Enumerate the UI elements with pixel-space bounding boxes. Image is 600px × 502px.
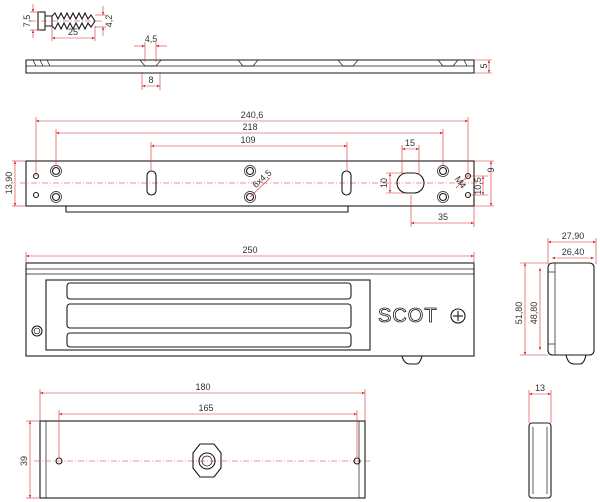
magnet-bracket	[401, 355, 423, 365]
magnet-face	[45, 279, 371, 351]
dim-screw-thread: 4,2	[104, 15, 114, 28]
dim-magnet-height-inner: 48,80	[529, 302, 539, 325]
armature-plate	[39, 420, 366, 499]
dim-armature-height: 39	[19, 456, 29, 466]
dim-armature-thickness: 13	[535, 383, 545, 393]
magnet-front-view: SCOT 250	[25, 245, 475, 365]
plate-top-outline	[25, 160, 475, 207]
dim-plate-thickness: 5	[479, 63, 489, 68]
dim-magnet-depth-outer: 27,90	[562, 231, 585, 241]
armature-side-view: 13	[528, 383, 552, 499]
magnet-coil-bottom	[66, 332, 352, 348]
dim-screw-length: 25	[68, 27, 78, 37]
plate-side-outline	[25, 59, 475, 74]
dim-armature-length: 180	[195, 382, 210, 392]
dim-plate-height: 13,90	[4, 172, 14, 195]
dim-plate-slots: 109	[240, 135, 255, 145]
plate-lower-lip	[65, 206, 349, 213]
armature-center-bolt	[192, 443, 222, 478]
screw-view: 7,5 4,2 25	[22, 4, 114, 41]
dim-plate-overall: 240,6	[241, 110, 264, 120]
dim-magnet-length: 250	[242, 245, 257, 255]
dim-slot-top: 4,5	[145, 34, 158, 44]
plate-slot-right	[341, 170, 352, 196]
dim-screw-head: 7,5	[22, 15, 32, 28]
screw-head-icon	[450, 308, 466, 324]
magnet-side-view: 27,90 26,40 51,80 48,80	[514, 231, 597, 365]
dim-oval-width: 15	[405, 138, 415, 148]
led-indicator	[31, 325, 43, 337]
dim-magnet-depth-inner: 26,40	[562, 247, 585, 257]
magnet-side-bracket	[565, 354, 587, 365]
plate-oval-hole	[396, 172, 425, 194]
magnet-coil-top	[66, 282, 352, 300]
dim-armature-hole-spacing: 165	[198, 403, 213, 413]
plate-top-view: 240,6 218 109 13,90 15 10 35 M4	[4, 110, 496, 227]
dim-plate-holes: 218	[242, 122, 257, 132]
dim-magnet-height-outer: 51,80	[514, 302, 524, 325]
brand-logo: SCOT	[378, 305, 438, 327]
screw-thread	[51, 11, 96, 31]
dim-bottom-hole: 35	[438, 212, 448, 222]
dim-oval-height: 10	[379, 178, 389, 188]
magnet-coil-middle	[66, 303, 352, 329]
armature-side-outline	[528, 422, 552, 499]
dim-hole-spacing-b: 9	[486, 167, 496, 172]
magnet-side-outline	[547, 262, 595, 356]
armature-front-view: 180 165 39	[19, 382, 371, 499]
magnet-body	[25, 262, 475, 357]
plate-side-countersinks	[32, 59, 468, 67]
plate-side-view: 4,5 8 5	[25, 34, 492, 90]
dim-hole-spacing-a: 10,5	[473, 177, 483, 195]
plate-slot-left	[146, 170, 157, 196]
dim-slot-bottom: 8	[148, 75, 153, 85]
